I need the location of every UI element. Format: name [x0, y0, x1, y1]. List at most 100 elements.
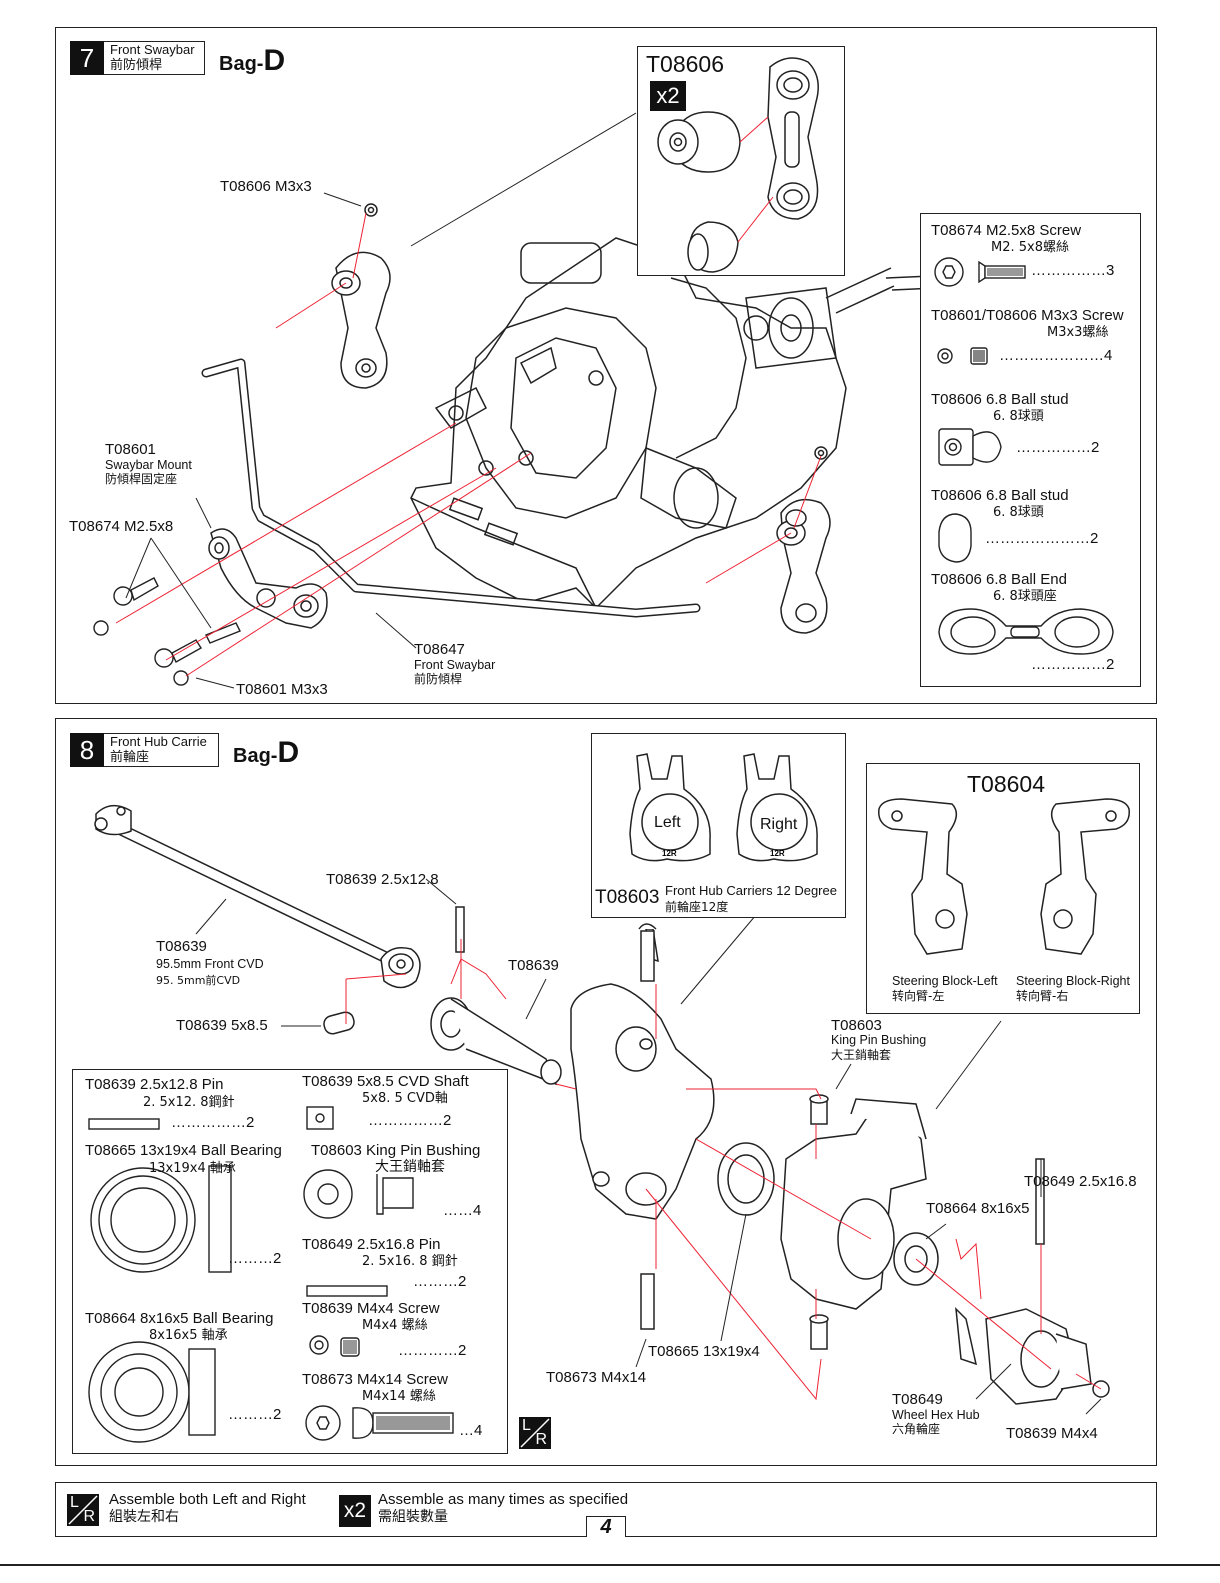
- x2-badge: x2: [339, 1495, 371, 1527]
- label-mount-code: T08601: [105, 441, 156, 458]
- p8r-name-2: T08649 2.5x16.8 Pin: [302, 1236, 441, 1253]
- part-qty-4: ……………2: [1031, 656, 1115, 673]
- parts-icons: [934, 257, 1114, 655]
- label-hub-cn: 六角輪座: [892, 1422, 941, 1436]
- t08606-callout: T08606 x2: [637, 46, 845, 276]
- part-cn-2: 6. 8球頭: [993, 409, 1044, 424]
- p8r-name-0: T08639 5x8.5 CVD Shaft: [302, 1073, 469, 1090]
- label-kp-en: King Pin Bushing: [831, 1033, 927, 1047]
- p8r-cn-2: 2. 5x16. 8 鋼針: [362, 1254, 458, 1269]
- p8l-qty-1: ………2: [228, 1250, 282, 1267]
- p8r-cn-3: M4x4 螺絲: [362, 1318, 428, 1333]
- label-cvd-cn: 95. 5mm前CVD: [156, 974, 241, 987]
- steering-right-en: Steering Block-Right: [1016, 974, 1130, 988]
- step7-parts-box: T08674 M2.5x8 Screw M2. 5x8螺絲 ……………3 T08…: [920, 213, 1141, 687]
- p8r-cn-4: M4x14 螺絲: [362, 1389, 436, 1404]
- label-shaft: T08639 5x8.5: [176, 1017, 268, 1034]
- part-qty-1: …………………4: [999, 347, 1113, 364]
- lr-badge-step8: L R: [519, 1417, 551, 1449]
- step7-bag: Bag-D: [219, 44, 286, 77]
- p8l-cn-2: 8x16x5 軸承: [149, 1328, 228, 1343]
- label-m4x4: T08639 M4x4: [1006, 1425, 1098, 1442]
- step7-title-en: Front Swaybar: [110, 42, 195, 57]
- step7-drawing: [93, 112, 1117, 689]
- part-name-2: T08606 6.8 Ball stud: [931, 391, 1069, 408]
- part-name-1: T08601/T08606 M3x3 Screw: [931, 307, 1124, 324]
- legend-lr-en: Assemble both Left and Right: [109, 1491, 306, 1508]
- label-mount-en: Swaybar Mount: [105, 458, 192, 472]
- p8r-qty-0: ……………2: [368, 1112, 452, 1129]
- label-swaybar-code: T08647: [414, 641, 465, 658]
- callout-drawing: [657, 57, 819, 273]
- label-hub-en: Wheel Hex Hub: [892, 1408, 980, 1422]
- label-mount-cn: 防傾桿固定座: [105, 472, 178, 486]
- legend-x2-cn: 需組裝數量: [378, 1509, 448, 1525]
- part-cn-3: 6. 8球頭: [993, 505, 1044, 520]
- p8r-qty-4: …4: [459, 1422, 483, 1439]
- svg-text:12R: 12R: [662, 849, 677, 858]
- p8r-name-4: T08673 M4x14 Screw: [302, 1371, 448, 1388]
- step7-title-box: [104, 41, 205, 75]
- p8r-qty-1: ……4: [443, 1202, 482, 1219]
- step8-number: 8: [70, 733, 104, 767]
- step8-title-box: [104, 733, 219, 767]
- label-bearing-small: T08664 8x16x5: [926, 1200, 1030, 1217]
- p8l-qty-2: ………2: [228, 1406, 282, 1423]
- part-name-0: T08674 M2.5x8 Screw: [931, 222, 1082, 239]
- p8l-cn-0: 2. 5x12. 8鋼針: [143, 1095, 235, 1110]
- step7-title-cn: 前防傾桿: [110, 57, 163, 72]
- part-qty-3: …………………2: [985, 530, 1099, 547]
- label-m4x14: T08673 M4x14: [546, 1369, 647, 1386]
- callout-qty-badge: x2: [650, 81, 686, 111]
- hub-carrier-code: T08603: [595, 887, 660, 908]
- p8l-name-2: T08664 8x16x5 Ball Bearing: [85, 1310, 274, 1327]
- label-hexpin: T08649 2.5x16.8: [1024, 1173, 1137, 1190]
- p8l-name-0: T08639 2.5x12.8 Pin: [85, 1076, 224, 1093]
- label-cvd-code: T08639: [156, 938, 207, 955]
- label-m3x3-top: T08606 M3x3: [220, 178, 312, 195]
- label-kp-code: T08603: [831, 1017, 882, 1034]
- p8l-name-1: T08665 13x19x4 Ball Bearing: [85, 1142, 282, 1159]
- steering-left-cn: 转向臂-左: [892, 989, 945, 1003]
- p8r-name-3: T08639 M4x4 Screw: [302, 1300, 440, 1317]
- step8-title-cn: 前輪座: [110, 749, 150, 764]
- p8r-qty-2: ………2: [413, 1273, 467, 1290]
- part-name-3: T08606 6.8 Ball stud: [931, 487, 1069, 504]
- step8-title-en: Front Hub Carrie: [110, 734, 207, 749]
- p8r-cn-1: 大王銷軸套: [375, 1159, 445, 1175]
- hub-carrier-cn: 前輪座12度: [665, 900, 729, 914]
- page-number-box: 4: [586, 1516, 626, 1537]
- steering-right-cn: 转向臂-右: [1016, 989, 1069, 1003]
- steering-block-box: T08604 Steering Block-Left 转向臂-左 Steerin…: [866, 763, 1140, 1014]
- p8r-name-1: T08603 King Pin Bushing: [311, 1142, 481, 1159]
- steering-left-en: Steering Block-Left: [892, 974, 998, 988]
- label-kp-cn: 大王銷軸套: [831, 1048, 892, 1062]
- label-hub-code: T08649: [892, 1391, 943, 1408]
- label-screw: T08674 M2.5x8: [69, 518, 174, 535]
- page-number: 4: [600, 1516, 612, 1538]
- part-cn-1: M3x3螺絲: [1047, 325, 1109, 340]
- label-cvd-en: 95.5mm Front CVD: [156, 957, 264, 971]
- label-cup: T08639: [508, 957, 559, 974]
- part-name-4: T08606 6.8 Ball End: [931, 571, 1067, 588]
- legend-x2-en: Assemble as many times as specified: [378, 1491, 629, 1508]
- label-swaybar-en: Front Swaybar: [414, 658, 496, 672]
- steering-block-drawing: [878, 798, 1130, 955]
- part-qty-0: ……………3: [1031, 262, 1115, 279]
- label-pin: T08639 2.5x12.8: [326, 871, 439, 888]
- p8l-qty-0: ……………2: [171, 1114, 255, 1131]
- callout-part: T08606: [646, 51, 725, 77]
- step8-bag: Bag-D: [233, 736, 300, 769]
- step8-parts-box: T08639 2.5x12.8 Pin 2. 5x12. 8鋼針 ……………2 …: [72, 1069, 508, 1454]
- step8-parts-icons: [88, 1106, 454, 1443]
- part-qty-2: ……………2: [1016, 439, 1100, 456]
- step8-drawing: [94, 805, 1110, 1415]
- label-swaybar-cn: 前防傾桿: [414, 672, 463, 686]
- part-cn-4: 6. 8球頭座: [993, 589, 1057, 604]
- legend-lr-cn: 組裝左和右: [109, 1509, 179, 1525]
- legend-bar: L R Assemble both Left and Right 組裝左和右 x…: [55, 1482, 1157, 1537]
- p8r-cn-0: 5x8. 5 CVD軸: [362, 1091, 448, 1106]
- part-cn-0: M2. 5x8螺絲: [991, 240, 1069, 255]
- lr-badge: L R: [67, 1494, 99, 1526]
